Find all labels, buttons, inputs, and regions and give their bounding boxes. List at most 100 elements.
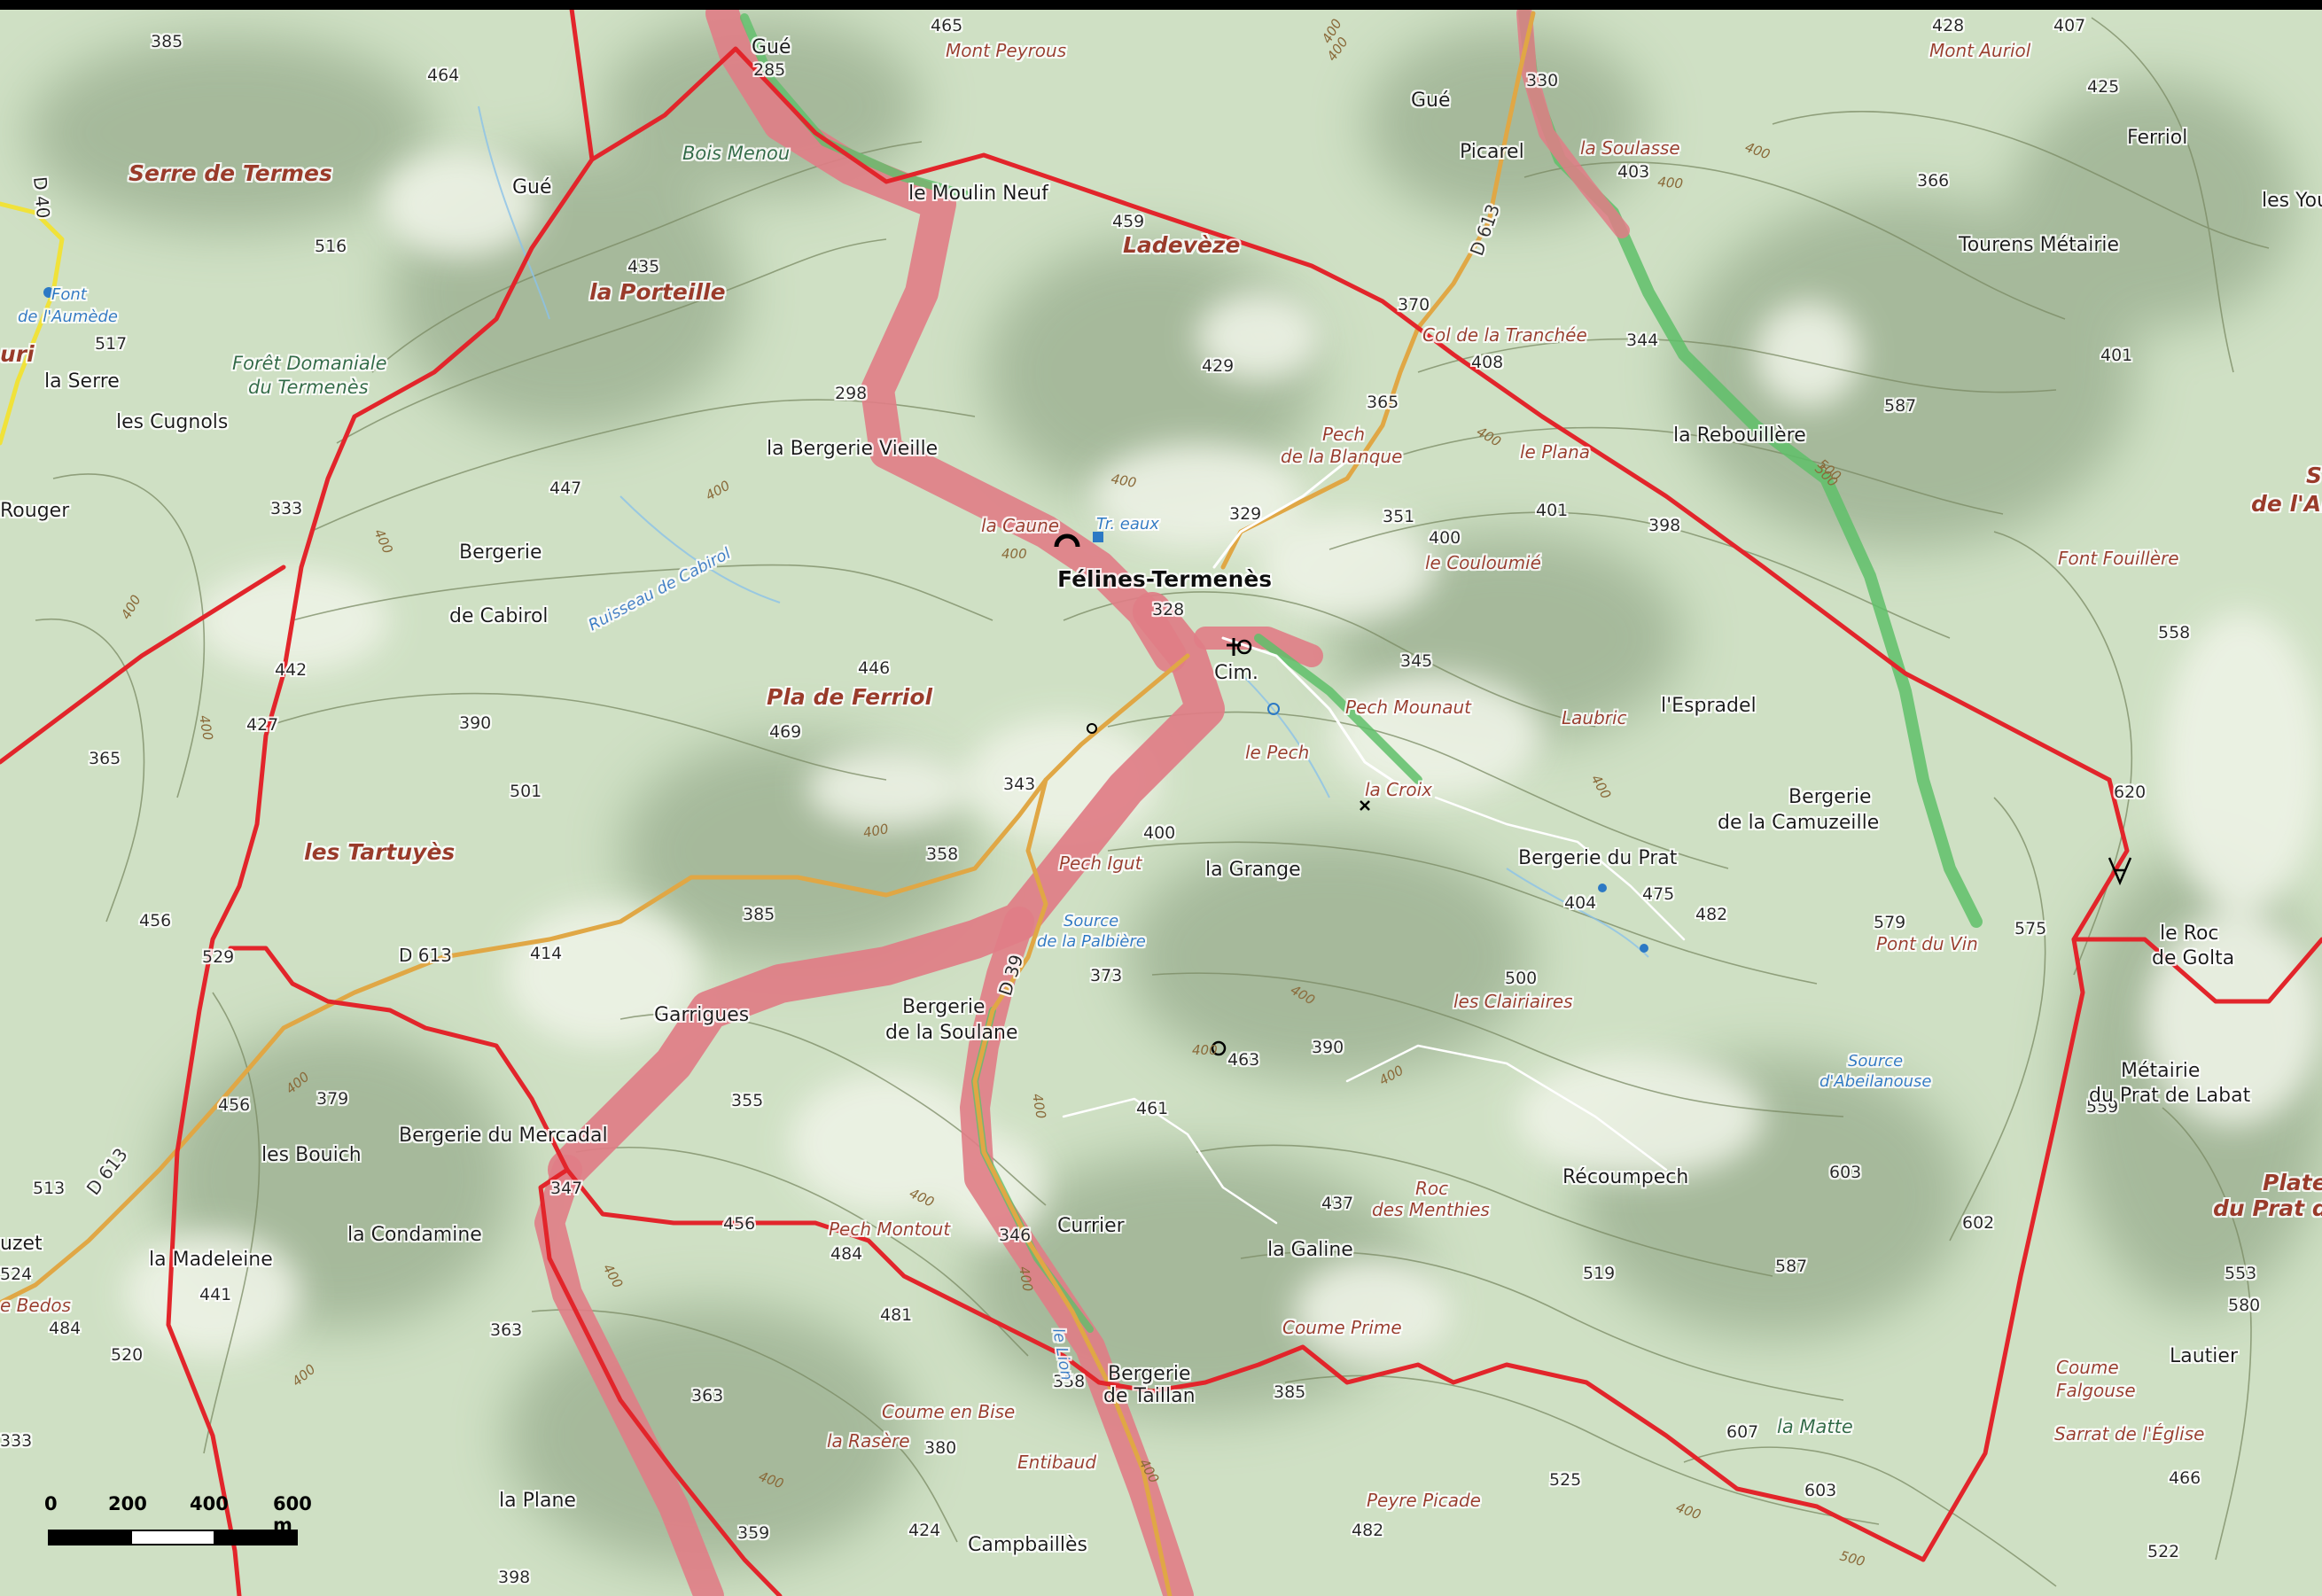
place-label: du Termenès [248,377,369,398]
contour-label: 400 [1110,471,1137,491]
spot-elevation: 447 [549,479,581,498]
place-label: Falgouse [2056,1380,2136,1401]
spot-elevation: 359 [737,1523,769,1543]
place-label: le Moulin Neuf [908,183,1049,205]
place-label: Mont Peyrous [946,40,1066,61]
point-symbols [43,287,2132,1056]
spot-elevation: 390 [459,713,491,733]
spot-elevation: 347 [550,1179,582,1198]
place-label: Coume [2056,1357,2119,1378]
viewpoint-icon [1211,1040,1227,1056]
place-label: Métairie [2121,1060,2200,1082]
road-d39 [972,653,1190,1596]
spot-elevation: 298 [835,384,867,403]
place-label: Plateau [2263,1170,2322,1195]
place-label: Tr. eaux [1096,515,1159,533]
place-label: la Madeleine [149,1249,273,1271]
spot-elevation: 520 [111,1345,143,1365]
place-label: uzet [0,1233,43,1255]
place-label: Coume en Bise [882,1401,1015,1422]
spot-elevation: 475 [1642,884,1674,904]
spot-elevation: 525 [1549,1470,1581,1490]
place-label: la Bergerie Vieille [767,438,938,460]
spot-elevation: 329 [1229,504,1261,524]
road-label-d613-mid: D 613 [399,945,452,966]
spot-elevation: 519 [1583,1264,1615,1283]
spot-elevation: 408 [1471,353,1503,372]
spot-elevation: 343 [1003,775,1035,794]
scale-tick-label: 200 [108,1493,147,1514]
boundary-south-west [228,946,570,1172]
place-label: Picarel [1460,141,1524,163]
road-to-ladeveze [1212,459,1349,569]
top-border-bar [0,0,2322,10]
place-label: Bergerie du Mercadal [399,1125,608,1147]
spot-elevation: 456 [218,1095,250,1115]
contour-label: 400 [1029,1093,1049,1120]
road-label-d40: D 40 [29,175,54,219]
place-label: le Pech [1245,742,1309,763]
locality-labels: Mont Peyrous Mont Auriol la Soulasse Col… [0,40,2204,1511]
spot-elevation: 401 [1536,501,1568,520]
spot-elevation: 346 [999,1226,1031,1245]
spot-elevation: 401 [2100,346,2132,365]
place-label: Gué [512,176,552,199]
spot-elevation: 580 [2228,1296,2260,1315]
riparian-green-north [740,13,970,199]
place-label: Coume Prime [1282,1317,1402,1338]
spot-elevation: 390 [1312,1038,1344,1057]
place-label: de la Camuzeille [1718,812,1879,834]
scale-segment [131,1531,214,1544]
spot-elevation: 481 [880,1305,912,1325]
spot-elevation: 328 [1152,600,1184,619]
spring-icon [43,287,54,298]
road-track-3 [1434,796,1686,941]
spot-elevation: 464 [427,66,459,85]
place-label: la Condamine [347,1224,482,1246]
place-label: Félines-Termenès [1057,566,1272,592]
water-tank-icon [1093,532,1103,542]
ruin-icon [1087,723,1097,734]
riparian-green-east [1254,634,1422,784]
spring-icon [1598,884,1607,892]
contour-label: 400 [1192,1042,1218,1058]
contour-label: 400 [1657,174,1684,191]
place-label: les Tartuyès [304,839,455,865]
road-track-1 [1345,1044,1668,1172]
spot-elevation: 358 [926,845,958,864]
place-label: Forêt Domaniale [232,353,387,374]
hillshade-highlights [124,151,2322,1365]
place-label: Bergerie [902,996,985,1018]
spot-elevation: 427 [246,715,278,735]
spot-elevation: 529 [202,947,234,967]
spot-elevation: 380 [924,1438,956,1458]
place-label: Garrigues [654,1004,749,1026]
place-label: Tourens Métairie [1958,234,2119,256]
spot-elevation: 466 [2169,1468,2201,1488]
place-labels: Gué Gué Gué Picarel Ferriol les You Tour… [0,36,2322,1556]
place-label: Pech Montout [829,1218,951,1240]
spot-elevation: 558 [2158,623,2190,642]
locality-labels-large: Serre de Termes la Porteille Ladevèze Pl… [129,160,2322,1221]
boundary-north-main [166,6,595,1596]
place-label: Peyre Picade [1367,1490,1481,1511]
place-label: de l'Ar [2251,491,2322,517]
spot-elevation: 442 [275,660,307,680]
spot-elevation: 587 [1775,1257,1807,1276]
place-label: Cim. [1214,662,1258,684]
place-label: la Matte [1777,1416,1853,1437]
road-village-east [1221,636,1420,799]
spot-elevation: 559 [2086,1097,2118,1117]
place-label: la Soulasse [1580,137,1680,159]
place-label: Pont du Vin [1876,933,1978,954]
place-label: de la Soulane [885,1022,1018,1044]
spot-elevation: 414 [530,944,562,963]
place-label: les Bouich [261,1144,362,1166]
contour-label: 400 [1001,546,1027,562]
contour-label: 400 [196,714,216,742]
spot-elevation: 469 [769,722,801,742]
spot-elevation: 513 [33,1179,65,1198]
spot-elevation: 575 [2014,919,2046,938]
place-label: Bois Menou [682,143,790,164]
